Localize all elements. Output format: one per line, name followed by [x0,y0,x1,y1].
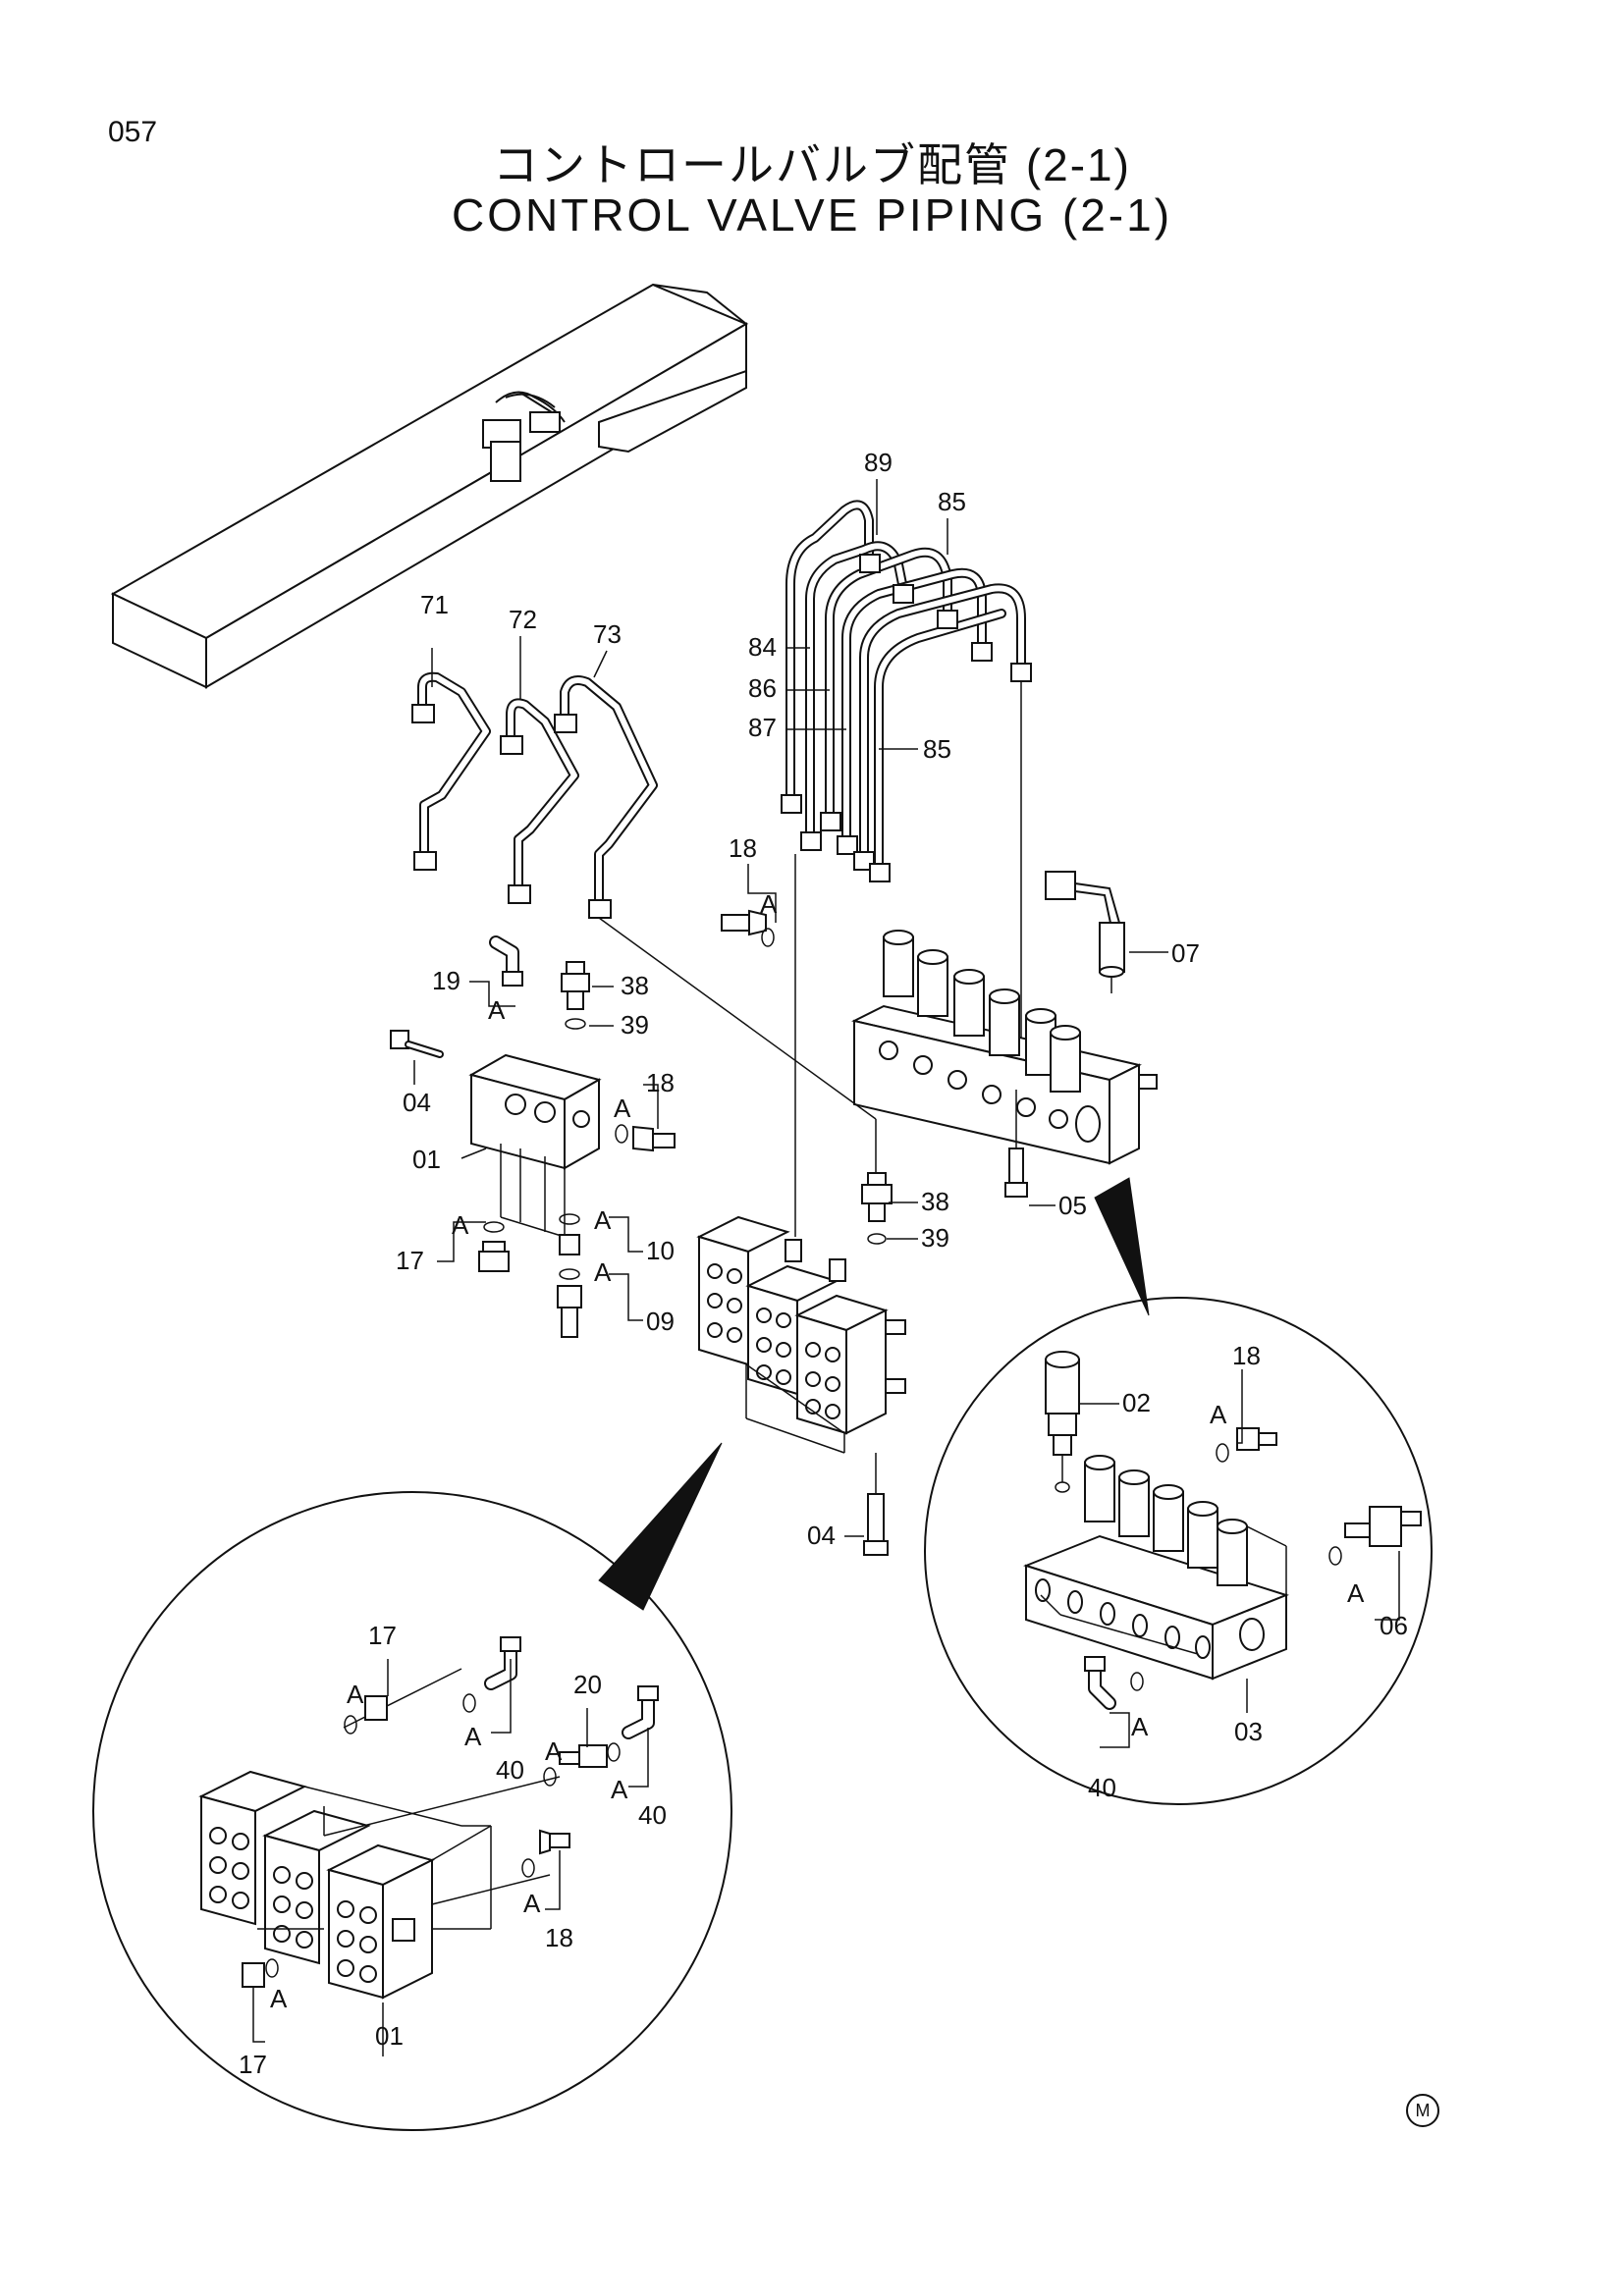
pipe-bundle-84-89 [781,500,1032,1237]
callout-39-lower: 39 [921,1223,949,1253]
bolt-05 [1004,1090,1028,1198]
callout-40-detail-left-a: 40 [496,1755,524,1785]
detail-circle-left [92,1442,732,2131]
title-english: CONTROL VALVE PIPING (2-1) [451,189,1173,240]
callout-87: 87 [748,713,777,742]
callout-72: 72 [509,605,537,634]
fitting-18-upper [721,909,775,947]
fittings-10-09 [557,1213,582,1338]
callout-17-detail-bottom: 17 [239,2050,267,2079]
callout-10: 10 [646,1236,675,1265]
detail-circle-right [924,1177,1433,1805]
callout-89: 89 [864,448,893,477]
callout-18-upper: 18 [729,833,757,863]
a-marker: A [347,1680,364,1709]
fitting-38-lower [598,917,893,1245]
callout-17-detail-top: 17 [368,1621,397,1650]
callout-17-upper: 17 [396,1246,424,1275]
callout-85-top: 85 [938,487,966,516]
a-marker: A [1210,1400,1227,1429]
a-marker: A [488,995,506,1025]
bolt-04-upper [390,1030,444,1058]
callout-01-upper: 01 [412,1145,441,1174]
a-marker: A [760,889,778,919]
callout-73: 73 [593,619,622,649]
callout-04-upper: 04 [403,1088,431,1117]
pipe-73 [554,675,658,919]
fitting-38-upper [561,961,590,1030]
a-marker: A [594,1205,612,1235]
leader-lines [252,479,1400,2056]
a-marker: A [464,1722,482,1751]
a-marker: A [611,1775,628,1804]
callout-71: 71 [420,590,449,619]
a-marker: A [614,1094,631,1123]
a-marker: A [452,1210,469,1240]
callout-84: 84 [748,632,777,662]
callout-40-detail-left-b: 40 [638,1800,667,1830]
fitting-18-block [615,1124,676,1152]
a-marker: A [523,1889,541,1918]
a-marker: A [1131,1712,1149,1741]
a-marker: A [594,1257,612,1287]
valve-block-01 [468,1053,602,1238]
callout-19: 19 [432,966,460,995]
callout-38-lower: 38 [921,1187,949,1216]
callout-07: 07 [1171,938,1200,968]
a-markers: A A A A A A A A A A A A A A A [270,889,1365,2013]
a-marker: A [545,1736,563,1766]
registered-mark: M [1406,2094,1439,2127]
pipe-71 [411,671,491,871]
callout-85-bottom: 85 [923,734,951,764]
callout-09: 09 [646,1307,675,1336]
elbow-fitting-19 [489,935,523,987]
control-valve-stack [696,1215,906,1454]
callout-06: 06 [1380,1611,1408,1640]
callout-20: 20 [573,1670,602,1699]
callout-40-detail-right: 40 [1088,1773,1116,1802]
callout-04-lower: 04 [807,1521,836,1550]
pressure-switch-07 [1045,871,1125,993]
callout-39-upper: 39 [621,1010,649,1040]
page-number: 057 [108,116,158,148]
a-marker: A [1347,1578,1365,1608]
callout-18-detail-left: 18 [545,1923,573,1952]
callout-18-detail-right: 18 [1232,1341,1261,1370]
callout-05: 05 [1058,1191,1087,1220]
callout-86: 86 [748,673,777,703]
callout-02: 02 [1122,1388,1151,1417]
callout-18-block: 18 [646,1068,675,1097]
plug-17 [478,1221,510,1272]
title-japanese: コントロールバルブ配管 (2-1) [493,139,1131,190]
callout-01-detail: 01 [375,2021,404,2051]
pipe-72 [500,698,579,904]
solenoid-valve-manifold [851,930,1158,1165]
a-marker: A [270,1984,288,2013]
machine-frame-illustration [110,283,749,689]
callout-03: 03 [1234,1717,1263,1746]
part-callouts: 89 85 84 86 87 85 71 72 73 18 07 19 38 3… [239,448,1408,2079]
callout-38-upper: 38 [621,971,649,1000]
bolt-04-lower [863,1453,889,1556]
